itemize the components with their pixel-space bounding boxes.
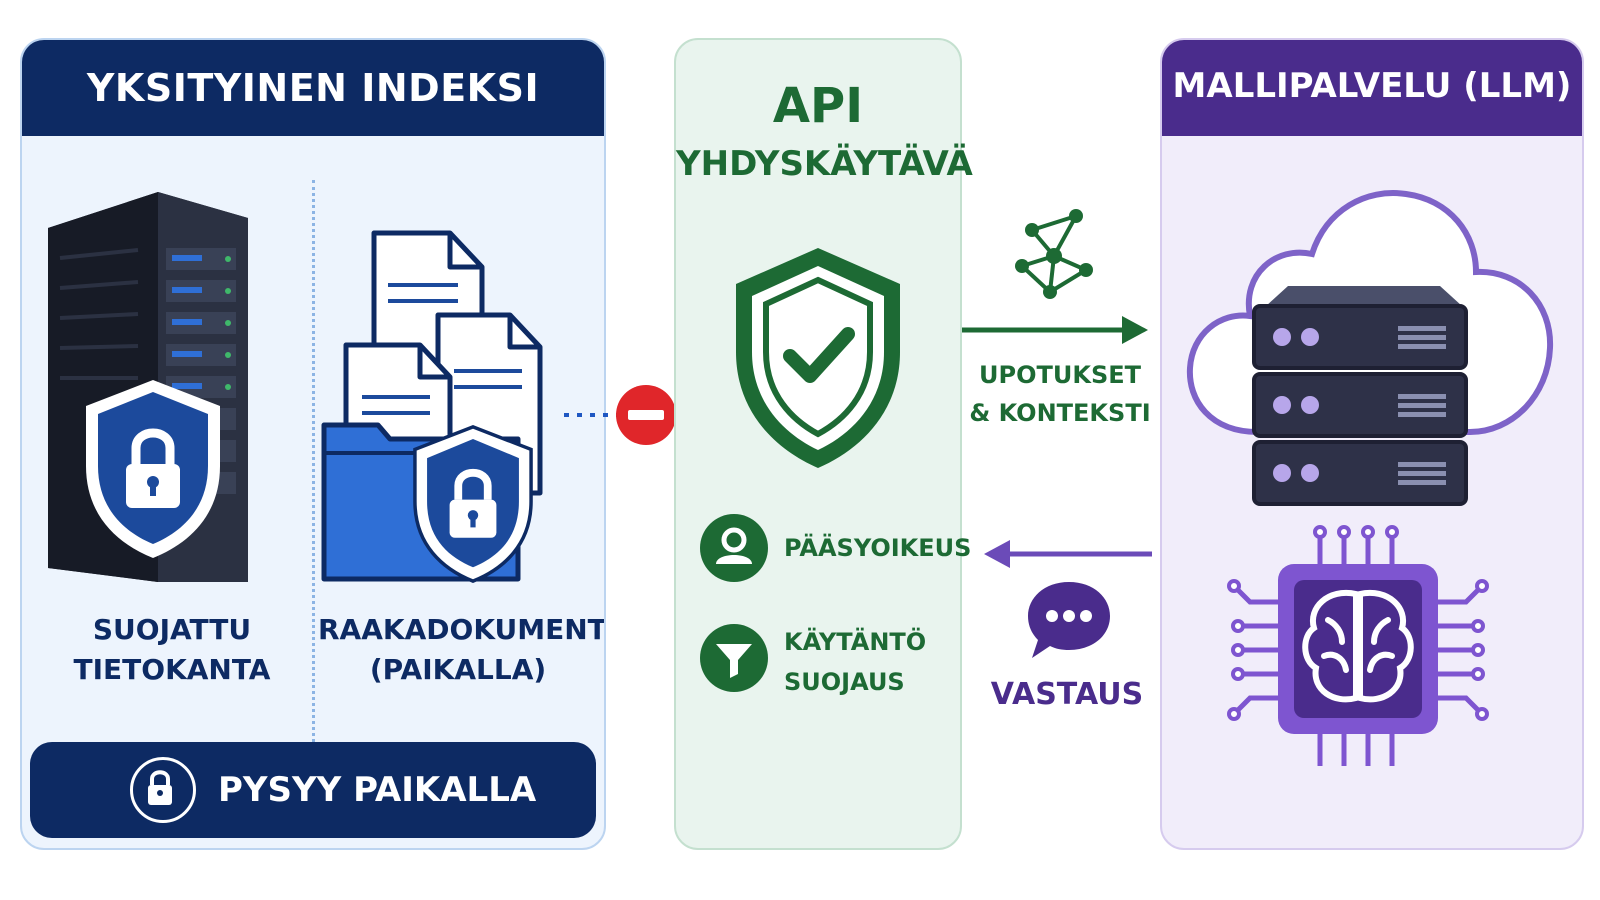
private-index-panel: YKSITYINEN INDEKSI: [20, 38, 606, 850]
response-label: VASTAUS: [990, 677, 1144, 712]
policy-label: KÄYTÄNTÖ SUOJAUS: [784, 622, 926, 702]
padlock-icon: [130, 757, 196, 823]
documents-label: RAAKADOKUMENTIT (PAIKALLA): [318, 610, 606, 690]
access-label: PÄÄSYOIKEUS: [784, 534, 972, 562]
embeddings-label-line2: & KONTEKSTI: [969, 399, 1151, 427]
model-service-title: MALLIPALVELU (LLM): [1172, 66, 1572, 106]
ai-chip-brain-icon: [1227, 525, 1489, 766]
lock-shield-icon: [413, 425, 533, 584]
shield-check-icon: [736, 248, 900, 468]
embeddings-label: UPOTUKSET & KONTEKSTI: [966, 356, 1154, 432]
server-stack-icon: [1252, 286, 1468, 506]
response-arrow: [984, 540, 1152, 568]
filter-icon: [700, 624, 768, 692]
documents-label-line2: (PAIKALLA): [369, 653, 547, 686]
policy-label-line1: KÄYTÄNTÖ: [784, 628, 927, 656]
stays-local-banner: PYSYY PAIKALLA: [30, 742, 596, 838]
blocked-icon: [616, 385, 676, 445]
lock-shield-icon: [86, 380, 220, 558]
policy-label-line2: SUOJAUS: [784, 668, 905, 696]
gateway-title-line1: API: [772, 78, 864, 134]
embeddings-arrow: [962, 316, 1148, 344]
model-service-header: MALLIPALVELU (LLM): [1162, 40, 1582, 136]
stays-local-text: PYSYY PAIKALLA: [218, 770, 537, 810]
private-index-title: YKSITYINEN INDEKSI: [86, 66, 540, 110]
chat-bubble-icon: [1028, 582, 1110, 658]
private-index-header: YKSITYINEN INDEKSI: [22, 40, 604, 136]
model-service-panel: MALLIPALVELU (LLM): [1160, 38, 1584, 850]
documents-label-line1: RAAKADOKUMENTIT: [318, 613, 606, 646]
database-label: SUOJATTU TIETOKANTA: [62, 610, 282, 690]
network-icon: [1015, 209, 1093, 299]
database-label-line1: SUOJATTU: [92, 613, 252, 646]
database-label-line2: TIETOKANTA: [73, 653, 271, 686]
gateway-title-line2: YHDYSKÄYTÄVÄ: [676, 144, 973, 184]
api-gateway-panel: API YHDYSKÄYTÄVÄ PÄÄSYOIKEUS KÄYTÄNTÖ SU…: [674, 38, 973, 850]
user-icon: [700, 514, 768, 582]
embeddings-label-line1: UPOTUKSET: [979, 361, 1141, 389]
panel-divider: [312, 180, 315, 742]
